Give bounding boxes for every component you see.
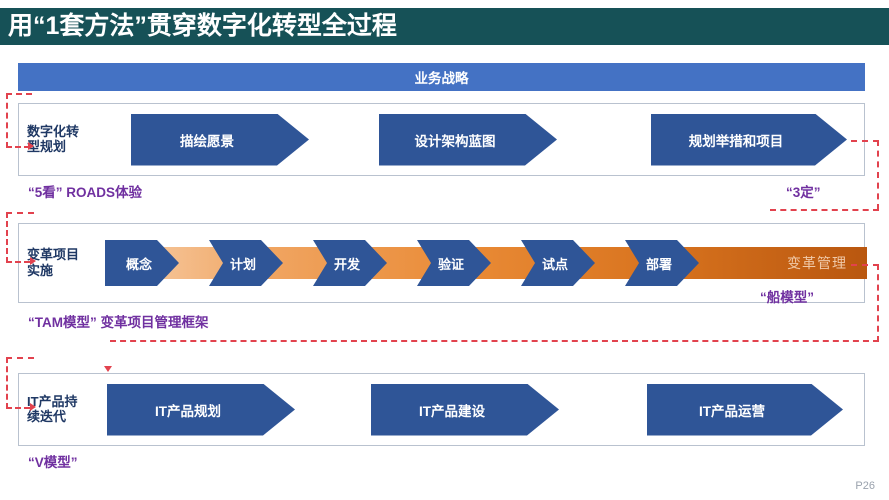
connector-left-2-top bbox=[6, 212, 34, 214]
caption-3ding: “3定” bbox=[786, 185, 821, 200]
step-label: 描绘愿景 bbox=[180, 133, 234, 149]
step-label: 部署 bbox=[645, 256, 672, 272]
section-it-label: IT产品持续迭代 bbox=[27, 393, 78, 425]
step-chevron-it-3: IT产品运营 bbox=[647, 384, 843, 436]
step-label: IT产品建设 bbox=[419, 403, 485, 419]
step-chevron-it-1: IT产品规划 bbox=[107, 384, 295, 436]
business-strategy-label: 业务战略 bbox=[414, 71, 469, 86]
step-label: IT产品运营 bbox=[699, 403, 765, 419]
connector-left-3-in bbox=[6, 407, 30, 409]
connector-right-1-spine bbox=[877, 140, 879, 210]
connector-left-1-top bbox=[6, 93, 32, 95]
section-it-panel: IT产品持续迭代 IT产品规划 IT产品建设 IT产品运营 bbox=[18, 373, 865, 446]
page-number: P26 bbox=[855, 480, 875, 492]
step-label: 概念 bbox=[125, 256, 152, 272]
step-label: 规划举措和项目 bbox=[688, 133, 784, 149]
connector-left-2-spine bbox=[6, 212, 8, 263]
caption-5kan-roads: “5看” ROADS体验 bbox=[28, 185, 143, 200]
section-change-panel: 变革项目实施 变革管理 概念 计划 开发 验证 试点 部署 bbox=[18, 223, 867, 303]
connector-right-2-in bbox=[851, 264, 879, 266]
section-planning-label: 数字化转型规划 bbox=[27, 123, 80, 155]
step-label: 计划 bbox=[229, 256, 256, 272]
step-chevron-it-2: IT产品建设 bbox=[371, 384, 559, 436]
page-title: 用“1套方法”贯穿数字化转型全过程 bbox=[8, 12, 397, 40]
rail-end-label: 变革管理 bbox=[787, 257, 847, 272]
connector-right-1-out bbox=[770, 209, 879, 211]
step-chevron-planning-3: 规划举措和项目 bbox=[651, 114, 847, 166]
step-label: 开发 bbox=[333, 256, 360, 272]
connector-left-3-top bbox=[6, 357, 34, 359]
step-label: 试点 bbox=[541, 256, 568, 272]
caption-ship-model: “船模型” bbox=[760, 290, 814, 305]
step-label: 验证 bbox=[437, 256, 464, 272]
section-change-label: 变革项目实施 bbox=[27, 247, 80, 278]
section-planning-panel: 数字化转型规划 描绘愿景 设计架构蓝图 规划举措和项目 bbox=[18, 103, 865, 176]
step-chevron-planning-2: 设计架构蓝图 bbox=[379, 114, 557, 166]
connector-arrow-down-to-it bbox=[104, 366, 112, 372]
business-strategy-bar: 业务战略 bbox=[18, 63, 865, 91]
connector-left-3-spine bbox=[6, 357, 8, 409]
step-chevron-planning-1: 描绘愿景 bbox=[131, 114, 309, 166]
connector-right-2-out bbox=[110, 340, 879, 342]
connector-left-1-in bbox=[6, 146, 30, 148]
connector-arrow-into-planning bbox=[28, 142, 34, 150]
caption-tam-model: “TAM模型” 变革项目管理框架 bbox=[28, 315, 209, 330]
connector-left-1-spine bbox=[6, 93, 8, 148]
slide-title-bar: 用“1套方法”贯穿数字化转型全过程 bbox=[0, 8, 861, 45]
connector-left-2-in bbox=[6, 261, 30, 263]
caption-v-model: “V模型” bbox=[28, 455, 78, 470]
title-right-strip bbox=[861, 8, 889, 45]
connector-right-1-in bbox=[851, 140, 879, 142]
step-label: IT产品规划 bbox=[155, 403, 221, 419]
connector-arrow-into-it bbox=[30, 403, 36, 411]
connector-right-2-spine bbox=[877, 264, 879, 342]
step-label: 设计架构蓝图 bbox=[414, 133, 496, 149]
connector-arrow-into-change bbox=[30, 257, 36, 265]
